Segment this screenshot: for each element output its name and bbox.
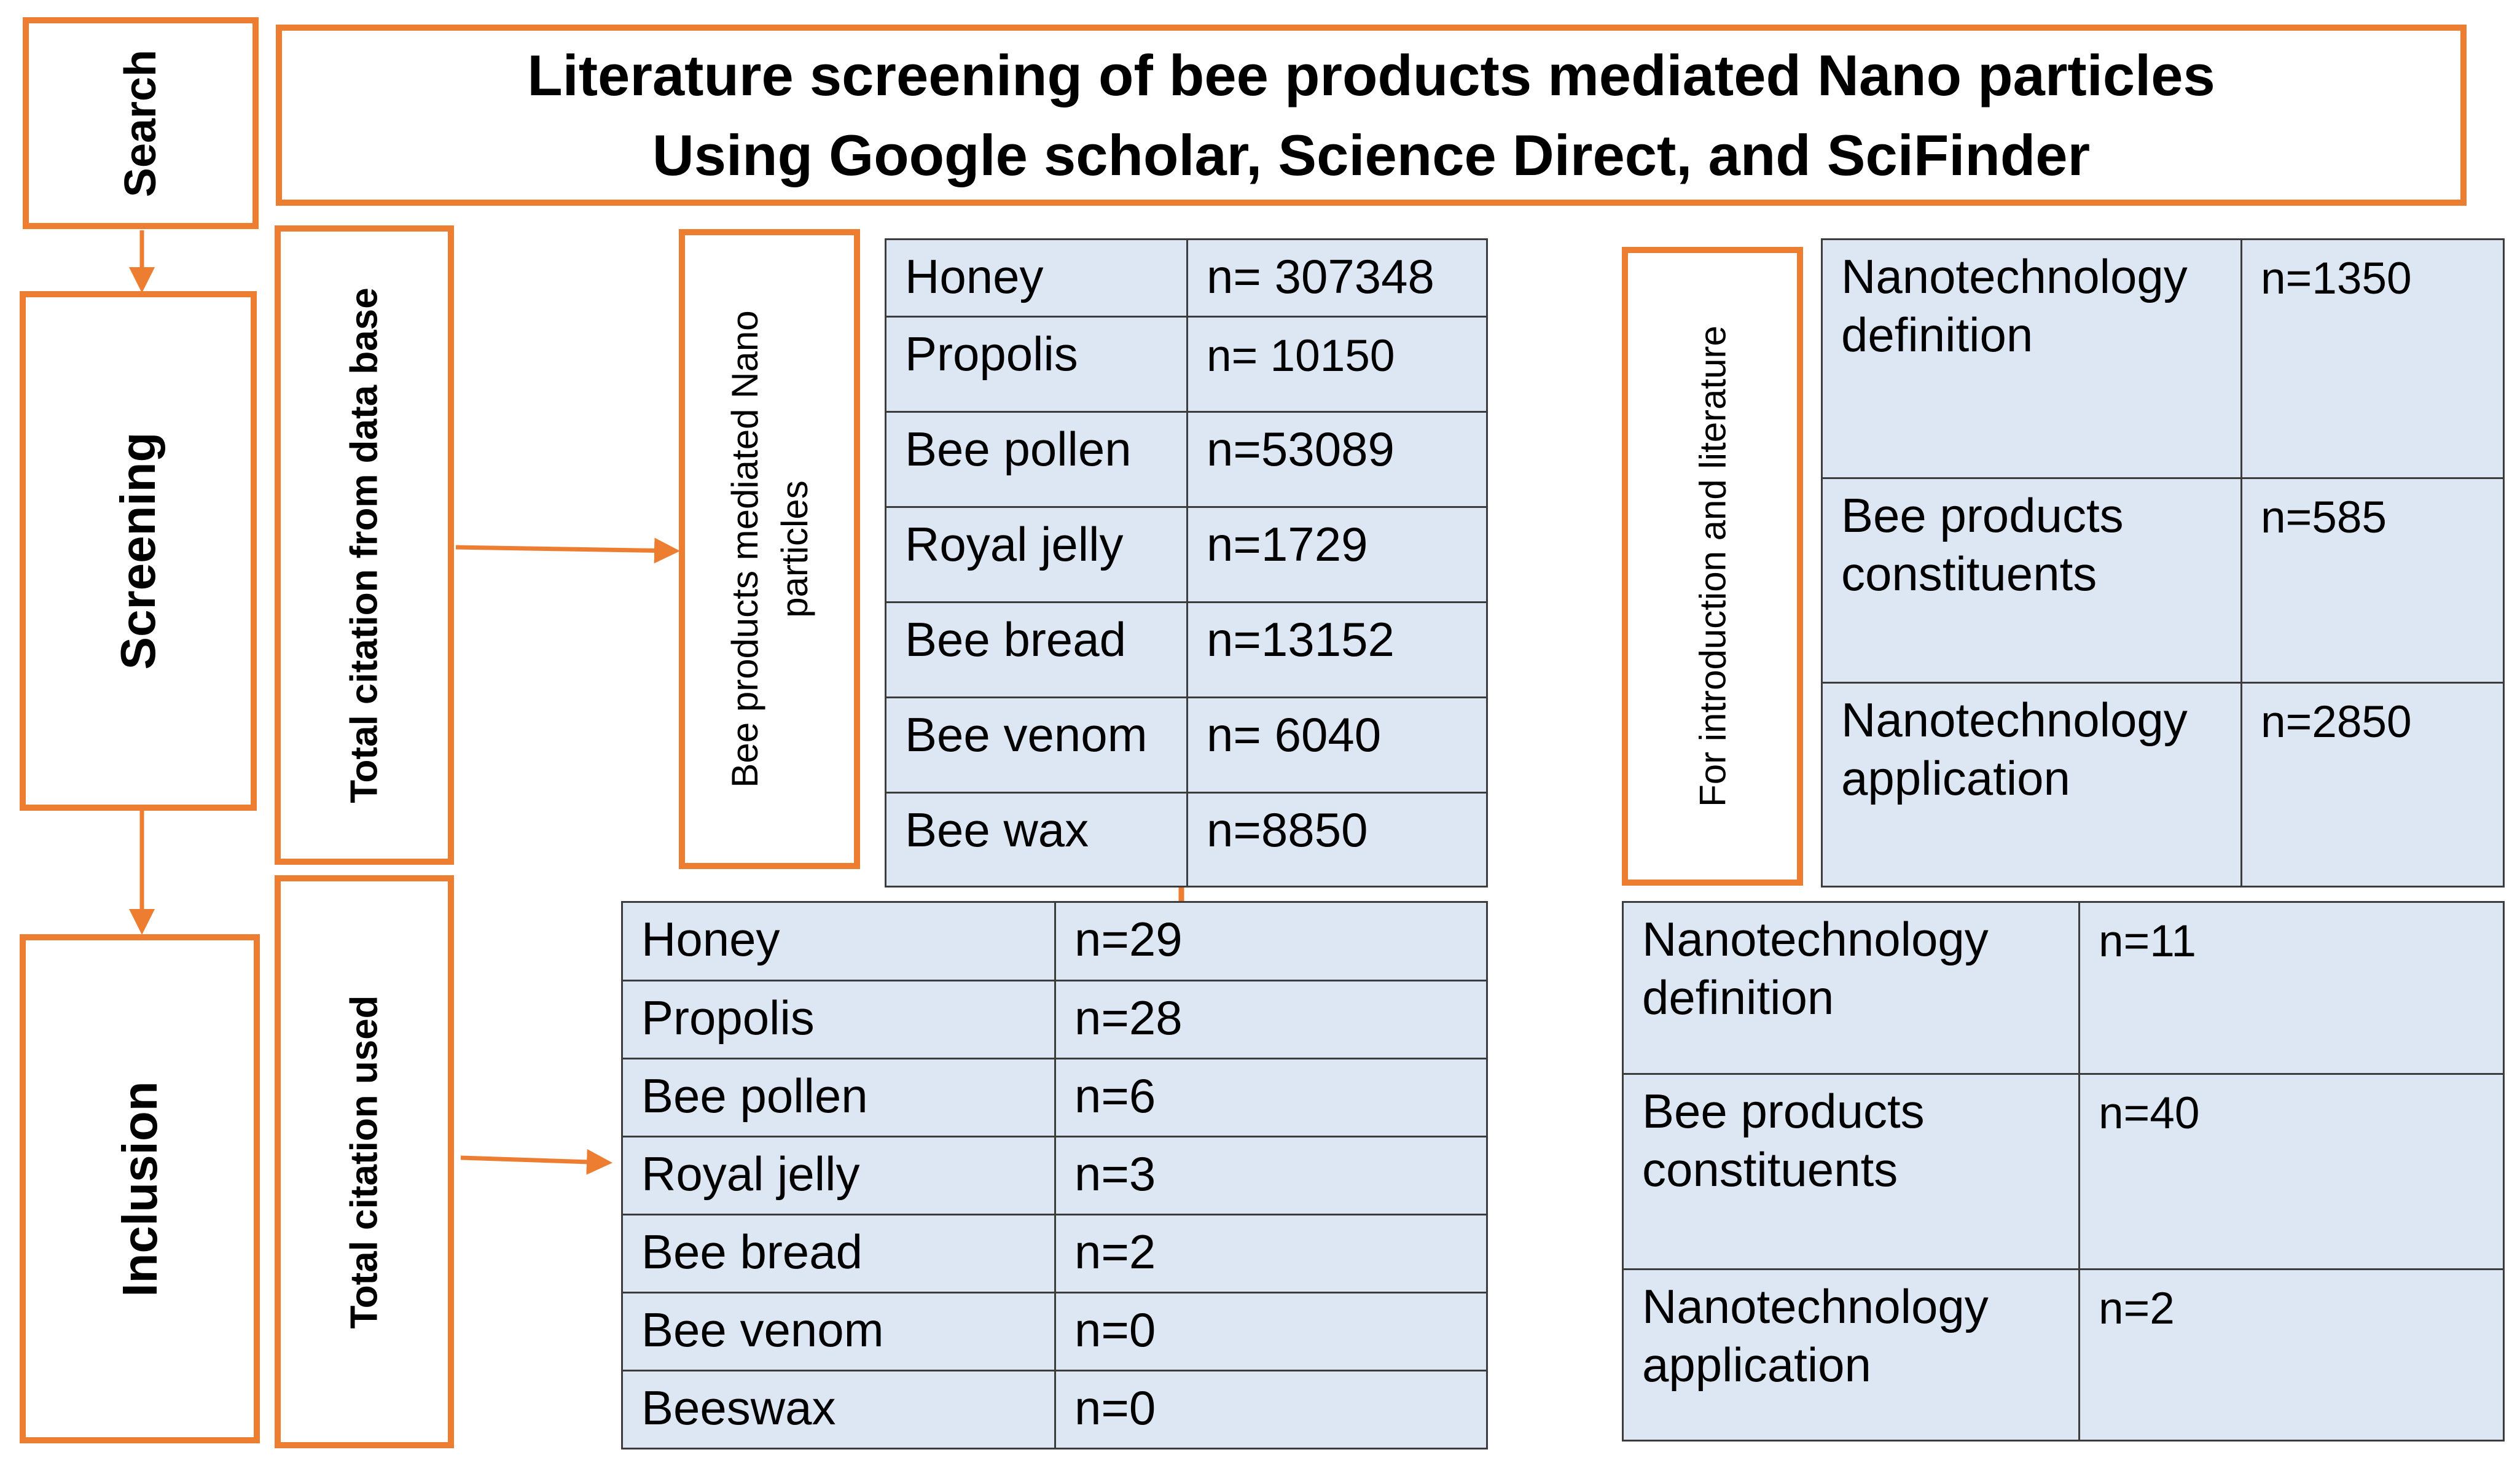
topic-line-2: constituents [1642,1142,1898,1197]
table-cell-product: Honey [885,238,1188,318]
topic-line-1: Nanotechnology [1642,912,1989,966]
table-cell-product: Bee bread [621,1214,1056,1293]
table-cell-product: Bee venom [621,1292,1056,1371]
topic-line-1: Nanotechnology [1642,1279,1989,1333]
inclusion-products-table: Honey n=29 Propolis n=28 Bee pollen n=6 … [621,901,1488,1449]
table-cell-product: Honey [621,901,1056,981]
table-cell-count: n=2 [1054,1214,1488,1293]
inclusion-intro-table: Nanotechnology definition n=11 Bee produ… [1622,901,2505,1442]
topic-line-1: Nanotechnology [1841,249,2188,303]
table-cell-count: n=28 [1054,980,1488,1059]
table-cell-count: n=0 [1054,1370,1488,1449]
table-cell-count: n=11 [2078,901,2505,1075]
intro-literature-box: For introduction and literature [1622,247,1803,886]
table-cell-product: Propolis [885,316,1188,413]
topic-line-1: Bee products [1642,1084,1925,1138]
table-cell-topic: Nanotechnology application [1622,1268,2080,1442]
title-box: Literature screening of bee products med… [276,25,2467,206]
total-citation-db-box: Total citation from data base [275,225,454,865]
table-cell-count: n= 6040 [1186,696,1488,794]
arrow-db-to-products [455,537,680,564]
table-cell-count: n= 307348 [1186,238,1488,318]
title-line-2: Using Google scholar, Science Direct, an… [652,122,2091,187]
table-cell-product: Beeswax [621,1370,1056,1449]
topic-line-2: application [1642,1338,1871,1392]
table-cell-count: n=2850 [2240,682,2505,888]
table-cell-product: Bee wax [885,792,1188,888]
table-cell-count: n=6 [1054,1058,1488,1137]
table-cell-product: Bee bread [885,601,1188,698]
screening-intro-table: Nanotechnology definition n=1350 Bee pro… [1821,238,2505,888]
stage-screening-box: Screening [20,291,257,811]
bee-products-label-line-2: particles [773,480,815,618]
bee-products-label-line-1: Bee products mediated Nano [724,310,765,788]
table-cell-count: n=2 [2078,1268,2505,1442]
table-cell-topic: Nanotechnology definition [1821,238,2242,479]
table-cell-count: n= 10150 [1186,316,1488,413]
stage-inclusion-box: Inclusion [20,934,260,1443]
table-cell-product: Bee pollen [885,411,1188,508]
table-cell-count: n=585 [2240,477,2505,684]
table-cell-count: n=53089 [1186,411,1488,508]
table-cell-topic: Bee products constituents [1821,477,2242,684]
table-cell-product: Royal jelly [621,1136,1056,1215]
bee-products-box: Bee products mediated Nano particles [679,229,860,869]
table-cell-count: n=13152 [1186,601,1488,698]
table-cell-topic: Nanotechnology application [1821,682,2242,888]
table-cell-count: n=0 [1054,1292,1488,1371]
table-cell-topic: Nanotechnology definition [1622,901,2080,1075]
total-citation-db-label: Total citation from data base [343,287,386,803]
table-cell-count: n=29 [1054,901,1488,981]
table-cell-count: n=3 [1054,1136,1488,1215]
total-citation-used-label: Total citation used [343,994,386,1329]
stage-inclusion-label: Inclusion [112,1080,167,1297]
table-cell-product: Propolis [621,980,1056,1059]
title-line-1: Literature screening of bee products med… [527,42,2215,107]
table-cell-topic: Bee products constituents [1622,1073,2080,1270]
topic-line-1: Bee products [1841,488,2124,542]
table-cell-count: n=40 [2078,1073,2505,1270]
topic-line-2: definition [1642,970,1834,1025]
topic-line-1: Nanotechnology [1841,693,2188,747]
stage-search-label: Search [116,49,165,197]
intro-literature-label: For introduction and literature [1692,326,1733,807]
table-cell-product: Royal jelly [885,506,1188,603]
bee-products-label: Bee products mediated Nano particles [720,310,820,787]
table-cell-product: Bee venom [885,696,1188,794]
stage-search-box: Search [23,17,259,229]
stage-screening-label: Screening [111,432,165,670]
topic-line-2: application [1841,751,2070,806]
topic-line-2: constituents [1841,547,2097,601]
table-cell-count: n=1729 [1186,506,1488,603]
screening-products-table: Honey n= 307348 Propolis n= 10150 Bee po… [885,238,1488,888]
arrow-used-to-inclusion-table [460,1149,612,1175]
topic-line-2: definition [1841,308,2033,362]
total-citation-used-box: Total citation used [275,875,454,1448]
table-cell-count: n=8850 [1186,792,1488,888]
table-cell-product: Bee pollen [621,1058,1056,1137]
table-cell-count: n=1350 [2240,238,2505,479]
